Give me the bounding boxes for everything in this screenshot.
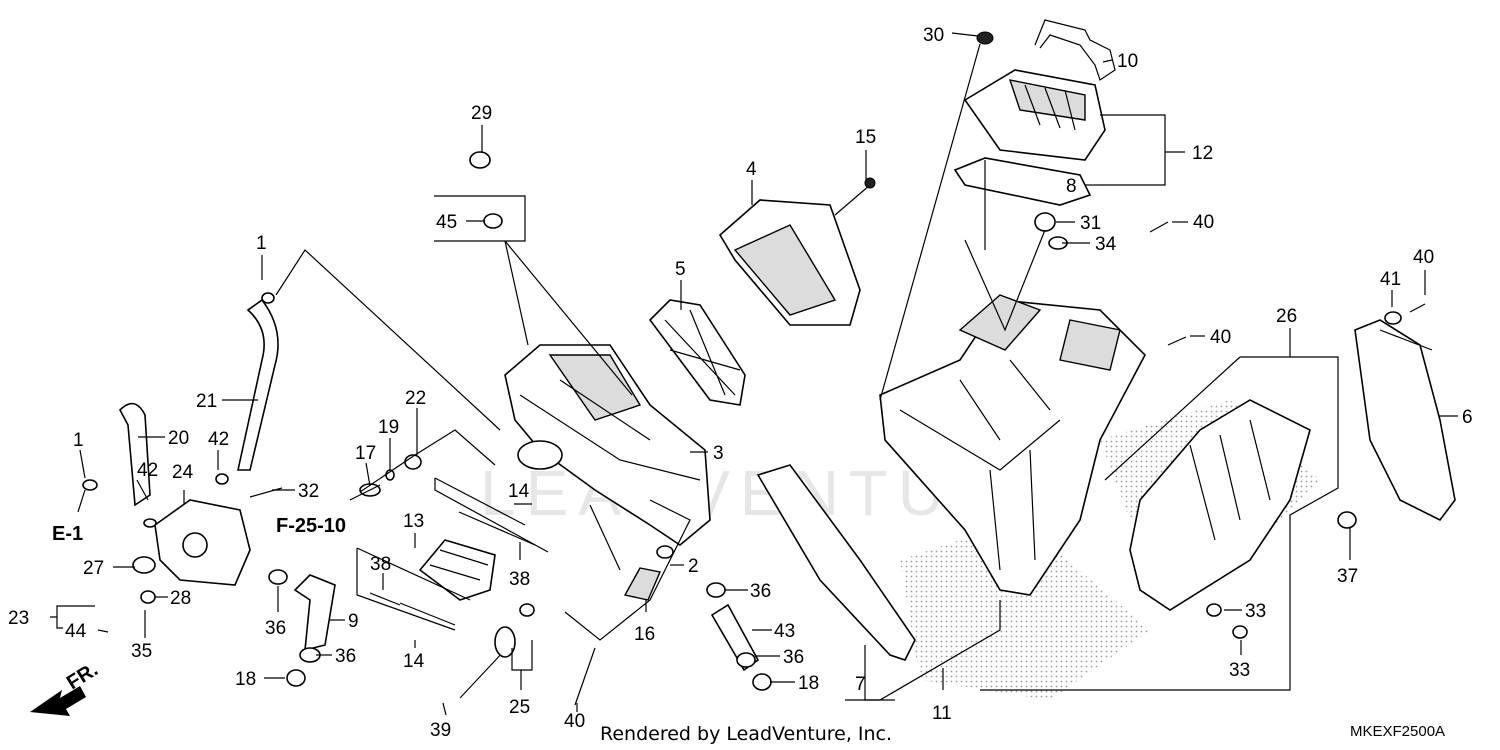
footer-credit: Rendered by LeadVenture, Inc.	[600, 723, 892, 745]
callout-14: 14	[508, 481, 530, 502]
callout-6: 6	[1462, 407, 1473, 428]
callout-28: 28	[170, 588, 191, 609]
sensor	[623, 567, 661, 601]
callout-43: 43	[774, 621, 795, 642]
callout-34: 34	[1095, 234, 1117, 255]
callout-38: 38	[370, 554, 391, 575]
callout-12: 12	[1192, 143, 1213, 164]
callout-40: 40	[1210, 327, 1231, 348]
diagram-code: MKEXF2500A	[1350, 723, 1445, 740]
side-cover	[1129, 399, 1311, 611]
side-panel	[1354, 319, 1456, 522]
callout-33: 33	[1229, 660, 1250, 681]
air-cleaner-housing	[879, 294, 1146, 596]
callout-37: 37	[1337, 566, 1358, 587]
callout-22: 22	[405, 388, 426, 409]
callout-4: 4	[746, 159, 757, 180]
callout-36: 36	[335, 646, 356, 667]
callout-9: 9	[348, 611, 359, 632]
connecting-tube-cover	[963, 69, 1106, 161]
callout-45: 45	[436, 212, 457, 233]
callout-29: 29	[471, 103, 492, 124]
callout-1: 1	[256, 233, 267, 254]
front-direction-arrow	[30, 686, 86, 716]
callout-20: 20	[168, 428, 189, 449]
callout-10: 10	[1117, 51, 1138, 72]
callout-2: 2	[688, 556, 699, 577]
callout-40: 40	[564, 711, 585, 732]
callout-25: 25	[509, 697, 530, 718]
seal-ring	[953, 157, 1092, 206]
callout-17: 17	[355, 443, 376, 464]
fasteners	[82, 31, 1426, 706]
callout-36: 36	[783, 647, 804, 668]
breather-tube	[237, 298, 279, 471]
callout-7: 7	[855, 674, 866, 695]
air-filter-element	[718, 199, 861, 326]
callout-21: 21	[196, 391, 217, 412]
callout-40: 40	[1413, 247, 1434, 268]
breather-connector	[349, 484, 381, 501]
front-direction-label: FR.	[63, 659, 102, 695]
filter-cage	[648, 299, 746, 406]
callout-38: 38	[509, 569, 530, 590]
shading-patch	[900, 520, 1150, 700]
callout-31: 31	[1080, 213, 1101, 234]
callout-36: 36	[750, 581, 771, 602]
callout-32: 32	[298, 481, 319, 502]
drain-tube	[293, 574, 336, 652]
callout-41: 41	[1380, 269, 1401, 290]
callout-44: 44	[65, 621, 87, 642]
callout-26: 26	[1276, 306, 1297, 327]
callout-8: 8	[1066, 176, 1077, 197]
callout-39: 39	[430, 720, 451, 741]
callout-14: 14	[403, 651, 425, 672]
leader-lines	[50, 32, 1458, 716]
callout-40: 40	[1193, 212, 1214, 233]
callout-18: 18	[235, 669, 256, 690]
callout-42: 42	[208, 429, 229, 450]
crossref-e-1[interactable]: E-1	[52, 523, 83, 545]
callout-23: 23	[8, 608, 29, 629]
separator-chamber	[154, 499, 251, 586]
callout-3: 3	[713, 443, 724, 464]
callout-33: 33	[1245, 601, 1266, 622]
callout-5: 5	[675, 259, 686, 280]
callout-36: 36	[265, 618, 286, 639]
clip-spring	[1034, 19, 1116, 81]
crossref-f-25-10[interactable]: F-25-10	[276, 515, 346, 537]
reed-valve	[418, 539, 496, 601]
hose	[119, 402, 151, 507]
callout-30: 30	[923, 25, 944, 46]
callout-15: 15	[855, 127, 876, 148]
air-cleaner-case	[504, 344, 711, 546]
callout-18: 18	[798, 673, 819, 694]
callout-35: 35	[131, 641, 152, 662]
callout-27: 27	[83, 558, 104, 579]
callout-labels: 30 10 12 8 31 40 34 40 11 7 15 4 5 29 45…	[8, 25, 1473, 741]
callout-1: 1	[73, 430, 84, 451]
callout-19: 19	[378, 417, 399, 438]
callout-16: 16	[634, 624, 655, 645]
callout-13: 13	[403, 511, 424, 532]
callout-24: 24	[172, 462, 194, 483]
case-gasket	[756, 464, 916, 661]
callout-11: 11	[932, 703, 952, 724]
callout-42: 42	[137, 460, 158, 481]
